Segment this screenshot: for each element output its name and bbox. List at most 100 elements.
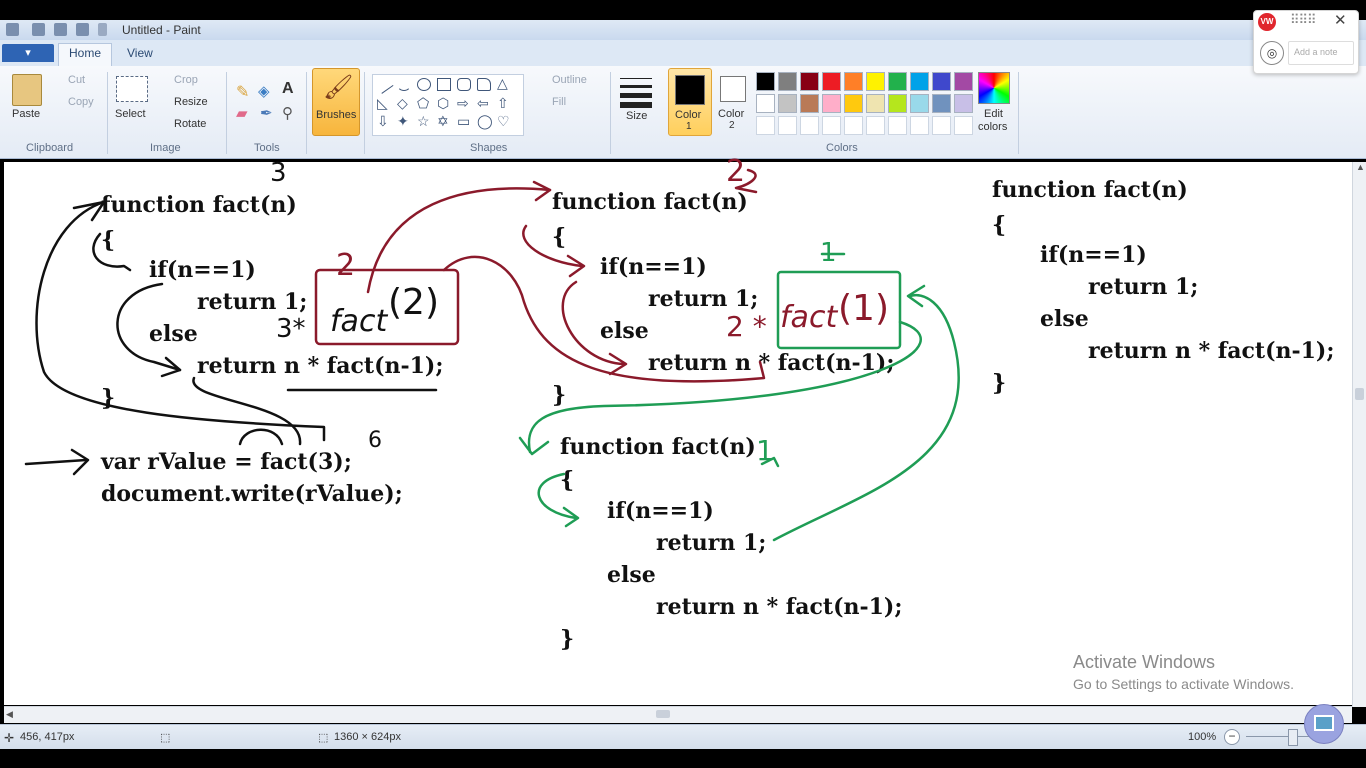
pencil-icon[interactable]: ✎ — [236, 84, 250, 101]
rotate-button[interactable]: Rotate — [174, 118, 207, 130]
palette-color-swatch[interactable] — [844, 94, 863, 113]
palette-color-swatch[interactable] — [756, 72, 775, 91]
rectangle-shape-icon[interactable] — [437, 78, 451, 91]
oval-shape-icon[interactable] — [417, 78, 431, 91]
polygon-shape-icon[interactable] — [477, 78, 491, 91]
palette-custom-swatch[interactable] — [778, 116, 797, 135]
palette-color-swatch[interactable] — [954, 72, 973, 91]
customize-toolbar-icon[interactable] — [98, 23, 107, 36]
horizontal-scrollbar[interactable]: ◀ — [4, 706, 1352, 723]
zoom-slider-thumb[interactable] — [1288, 729, 1298, 746]
heart-shape-icon[interactable]: ♡ — [497, 113, 510, 129]
palette-custom-swatch[interactable] — [866, 116, 885, 135]
up-arrow-shape-icon[interactable]: ⇧ — [497, 95, 509, 111]
paste-icon[interactable] — [12, 74, 42, 106]
close-icon[interactable]: ✕ — [1334, 12, 1347, 29]
vertical-scrollbar[interactable]: ▲ — [1352, 162, 1366, 707]
palette-color-swatch[interactable] — [800, 94, 819, 113]
palette-custom-swatch[interactable] — [888, 116, 907, 135]
palette-color-swatch[interactable] — [844, 72, 863, 91]
palette-color-swatch[interactable] — [910, 72, 929, 91]
copy-button[interactable]: Copy — [68, 96, 94, 108]
palette-color-swatch[interactable] — [822, 94, 841, 113]
color-picker-icon[interactable]: ✒ — [260, 105, 273, 122]
code-line: { — [101, 227, 116, 253]
color2-button[interactable]: Color 2 — [712, 68, 754, 134]
palette-color-swatch[interactable] — [800, 72, 819, 91]
redo-icon[interactable] — [76, 23, 89, 36]
triangle-shape-icon[interactable]: △ — [497, 75, 508, 91]
scroll-up-icon[interactable]: ▲ — [1356, 162, 1365, 172]
pentagon-shape-icon[interactable]: ⬠ — [417, 95, 430, 111]
fill-button[interactable]: Fill — [552, 96, 567, 108]
color1-button[interactable]: Color 1 — [668, 68, 712, 136]
oval-callout-shape-icon[interactable]: ◯ — [477, 113, 493, 129]
scroll-left-icon[interactable]: ◀ — [6, 709, 13, 719]
edit-colors-icon[interactable] — [978, 72, 1010, 104]
right-triangle-shape-icon[interactable]: ◺ — [377, 95, 388, 111]
palette-color-swatch[interactable] — [778, 72, 797, 91]
palette-custom-swatch[interactable] — [954, 116, 973, 135]
file-menu-button[interactable]: ▾ — [2, 44, 54, 62]
paint-app-icon[interactable] — [6, 23, 19, 36]
camera-icon[interactable]: ◎ — [1260, 41, 1284, 65]
resize-button[interactable]: Resize — [174, 96, 208, 108]
curve-shape-icon[interactable] — [397, 78, 411, 91]
palette-color-swatch[interactable] — [910, 94, 929, 113]
rounded-rectangle-shape-icon[interactable] — [457, 78, 471, 91]
palette-color-swatch[interactable] — [932, 94, 951, 113]
palette-custom-swatch[interactable] — [822, 116, 841, 135]
palette-custom-swatch[interactable] — [800, 116, 819, 135]
diamond-shape-icon[interactable]: ◇ — [397, 95, 408, 111]
magnifier-icon[interactable]: ⚲ — [282, 105, 293, 122]
paste-button[interactable]: Paste — [12, 108, 41, 120]
palette-color-swatch[interactable] — [888, 94, 907, 113]
brushes-button[interactable]: 🖌 Brushes — [312, 68, 360, 136]
undo-icon[interactable] — [54, 23, 67, 36]
line-shape-icon[interactable] — [374, 75, 394, 94]
drawing-canvas[interactable]: function fact(n) { if(n==1) return 1; el… — [4, 154, 1352, 705]
hexagon-shape-icon[interactable]: ⬡ — [437, 95, 450, 111]
zoom-out-button[interactable]: − — [1224, 729, 1240, 745]
callout-shape-icon[interactable]: ▭ — [457, 113, 471, 129]
palette-color-swatch[interactable] — [822, 72, 841, 91]
palette-custom-swatch[interactable] — [932, 116, 951, 135]
palette-color-swatch[interactable] — [954, 94, 973, 113]
palette-color-swatch[interactable] — [888, 72, 907, 91]
palette-custom-swatch[interactable] — [756, 116, 775, 135]
fill-bucket-icon[interactable]: ◈ — [258, 83, 270, 100]
text-tool-icon[interactable]: A — [282, 80, 294, 97]
palette-color-swatch[interactable] — [932, 72, 951, 91]
right-arrow-shape-icon[interactable]: ⇨ — [457, 95, 469, 111]
size-icon[interactable] — [620, 76, 652, 108]
floating-app-icon[interactable] — [1304, 704, 1344, 744]
outline-button[interactable]: Outline — [552, 74, 587, 86]
eraser-icon[interactable]: ▰ — [236, 105, 248, 122]
add-note-input[interactable]: Add a note — [1288, 41, 1354, 65]
cut-button[interactable]: Cut — [68, 74, 86, 86]
six-point-star-shape-icon[interactable]: ✡ — [437, 113, 449, 129]
palette-color-swatch[interactable] — [778, 94, 797, 113]
four-point-star-shape-icon[interactable]: ✦ — [397, 113, 409, 129]
save-icon[interactable] — [32, 23, 45, 36]
tab-home[interactable] — [58, 43, 112, 67]
edit-colors-button[interactable]: Edit — [984, 108, 1003, 120]
drag-handle-icon[interactable]: ⠿⠿⠿ — [1290, 12, 1317, 27]
shapes-gallery[interactable]: △ ◺ ◇ ⬠ ⬡ ⇨ ⇦ ⇧ ⇩ ✦ ☆ ✡ ▭ ◯ ♡ — [372, 74, 524, 136]
down-arrow-shape-icon[interactable]: ⇩ — [377, 113, 389, 129]
select-button[interactable]: Select — [115, 108, 146, 120]
select-icon[interactable] — [116, 76, 148, 102]
palette-custom-swatch[interactable] — [844, 116, 863, 135]
palette-custom-swatch[interactable] — [910, 116, 929, 135]
palette-color-swatch[interactable] — [866, 94, 885, 113]
crop-button[interactable]: Crop — [174, 74, 198, 86]
tab-view[interactable]: View — [127, 46, 153, 60]
five-point-star-shape-icon[interactable]: ☆ — [417, 113, 430, 129]
left-arrow-shape-icon[interactable]: ⇦ — [477, 95, 489, 111]
size-button[interactable]: Size — [626, 110, 648, 122]
palette-color-swatch[interactable] — [866, 72, 885, 91]
palette-color-swatch[interactable] — [756, 94, 775, 113]
code-line: if(n==1) — [607, 498, 714, 524]
horizontal-scroll-thumb[interactable] — [656, 710, 670, 718]
vertical-scroll-thumb[interactable] — [1355, 388, 1364, 400]
